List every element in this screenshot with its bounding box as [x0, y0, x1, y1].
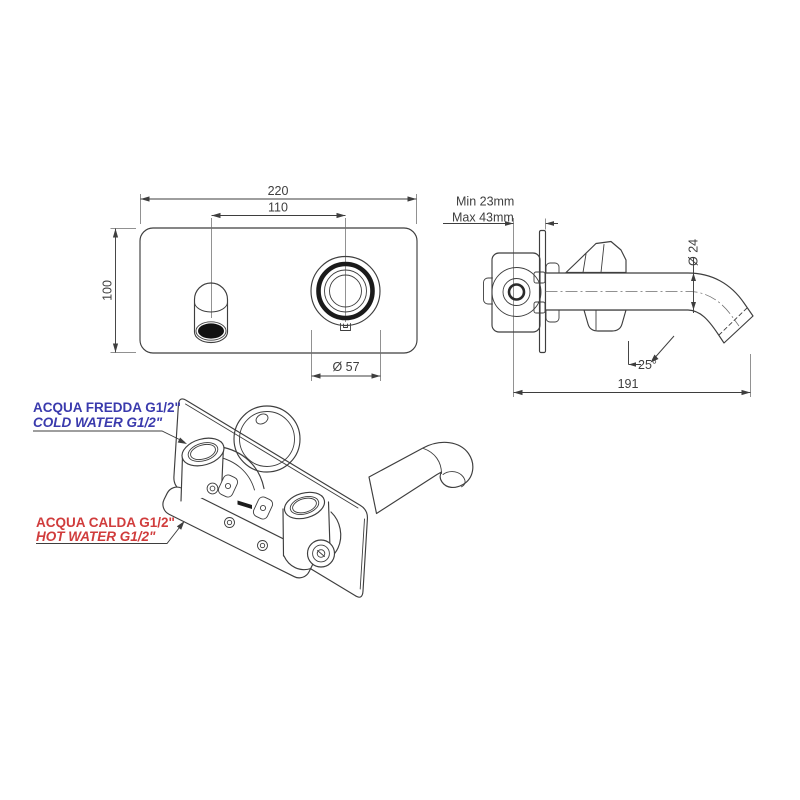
dim-handle-diameter: Ø 57	[311, 330, 381, 381]
dim-plate-height: 100	[101, 228, 136, 353]
hot-leader-line	[36, 522, 184, 544]
iso-mount-ears	[206, 474, 274, 551]
dim-spout-diameter: Ø 24	[687, 239, 701, 313]
front-handle-knob	[310, 255, 381, 331]
cold-leader-line	[33, 430, 185, 443]
dim-angle-text: 25°	[638, 358, 657, 372]
spout-tip-hidden-line	[718, 307, 748, 336]
iso-spout	[368, 441, 474, 515]
dim-spout-dia-text: Ø 24	[687, 239, 701, 266]
dim-spacing-text: 110	[268, 201, 288, 215]
dim-handle-dia-text: Ø 57	[332, 360, 359, 374]
depth-min-text: Min 23mm	[456, 195, 514, 209]
front-view: 220 110 100 Ø 57	[101, 184, 418, 381]
dim-length-text: 191	[618, 377, 639, 391]
cartridge-circle	[491, 267, 542, 317]
cold-label-english: COLD WATER G1/2"	[33, 415, 163, 430]
handle-ring	[316, 261, 375, 321]
hot-water-label: ACQUA CALDA G1/2" HOT WATER G1/2"	[36, 515, 185, 544]
dim-center-spacing: 110	[211, 201, 346, 219]
hot-label-italian: ACQUA CALDA G1/2"	[36, 515, 175, 530]
side-valve-body	[483, 252, 546, 333]
iso-escutcheon-disc	[233, 405, 301, 473]
hot-leader-arrow	[176, 521, 185, 530]
dim-spout-angle: 25°	[628, 335, 675, 372]
side-spout	[544, 272, 754, 344]
dim-height-text: 100	[101, 280, 115, 301]
dim-plate-width: 220	[140, 184, 417, 224]
cold-label-italian: ACQUA FREDDA G1/2"	[33, 400, 181, 415]
front-spout	[193, 282, 229, 344]
spout-outlet-opening	[198, 323, 224, 339]
escutcheon-hole	[255, 413, 269, 425]
handle-notch	[340, 323, 351, 331]
knurl-mark	[237, 500, 252, 509]
spout-centerline-side	[545, 291, 740, 327]
dim-wall-depth: Min 23mm Max 43mm	[443, 195, 558, 230]
depth-max-text: Max 43mm	[452, 211, 514, 225]
hot-label-english: HOT WATER G1/2"	[36, 529, 156, 544]
iso-view: ACQUA FREDDA G1/2" COLD WATER G1/2" ACQU…	[33, 398, 474, 598]
side-spout-collar	[583, 309, 627, 332]
dim-width-text: 220	[268, 184, 289, 198]
dim-spout-length: 191	[513, 354, 751, 397]
cold-water-label: ACQUA FREDDA G1/2" COLD WATER G1/2"	[33, 400, 187, 444]
side-view: Min 23mm Max 43mm Ø 24 25°	[443, 195, 754, 397]
inlet-stub	[483, 277, 493, 305]
iso-bracket-outer	[218, 445, 265, 490]
iso-hot-port	[282, 491, 342, 571]
front-plate	[139, 227, 418, 354]
cold-leader-arrow	[177, 437, 187, 444]
side-handle	[565, 240, 627, 274]
